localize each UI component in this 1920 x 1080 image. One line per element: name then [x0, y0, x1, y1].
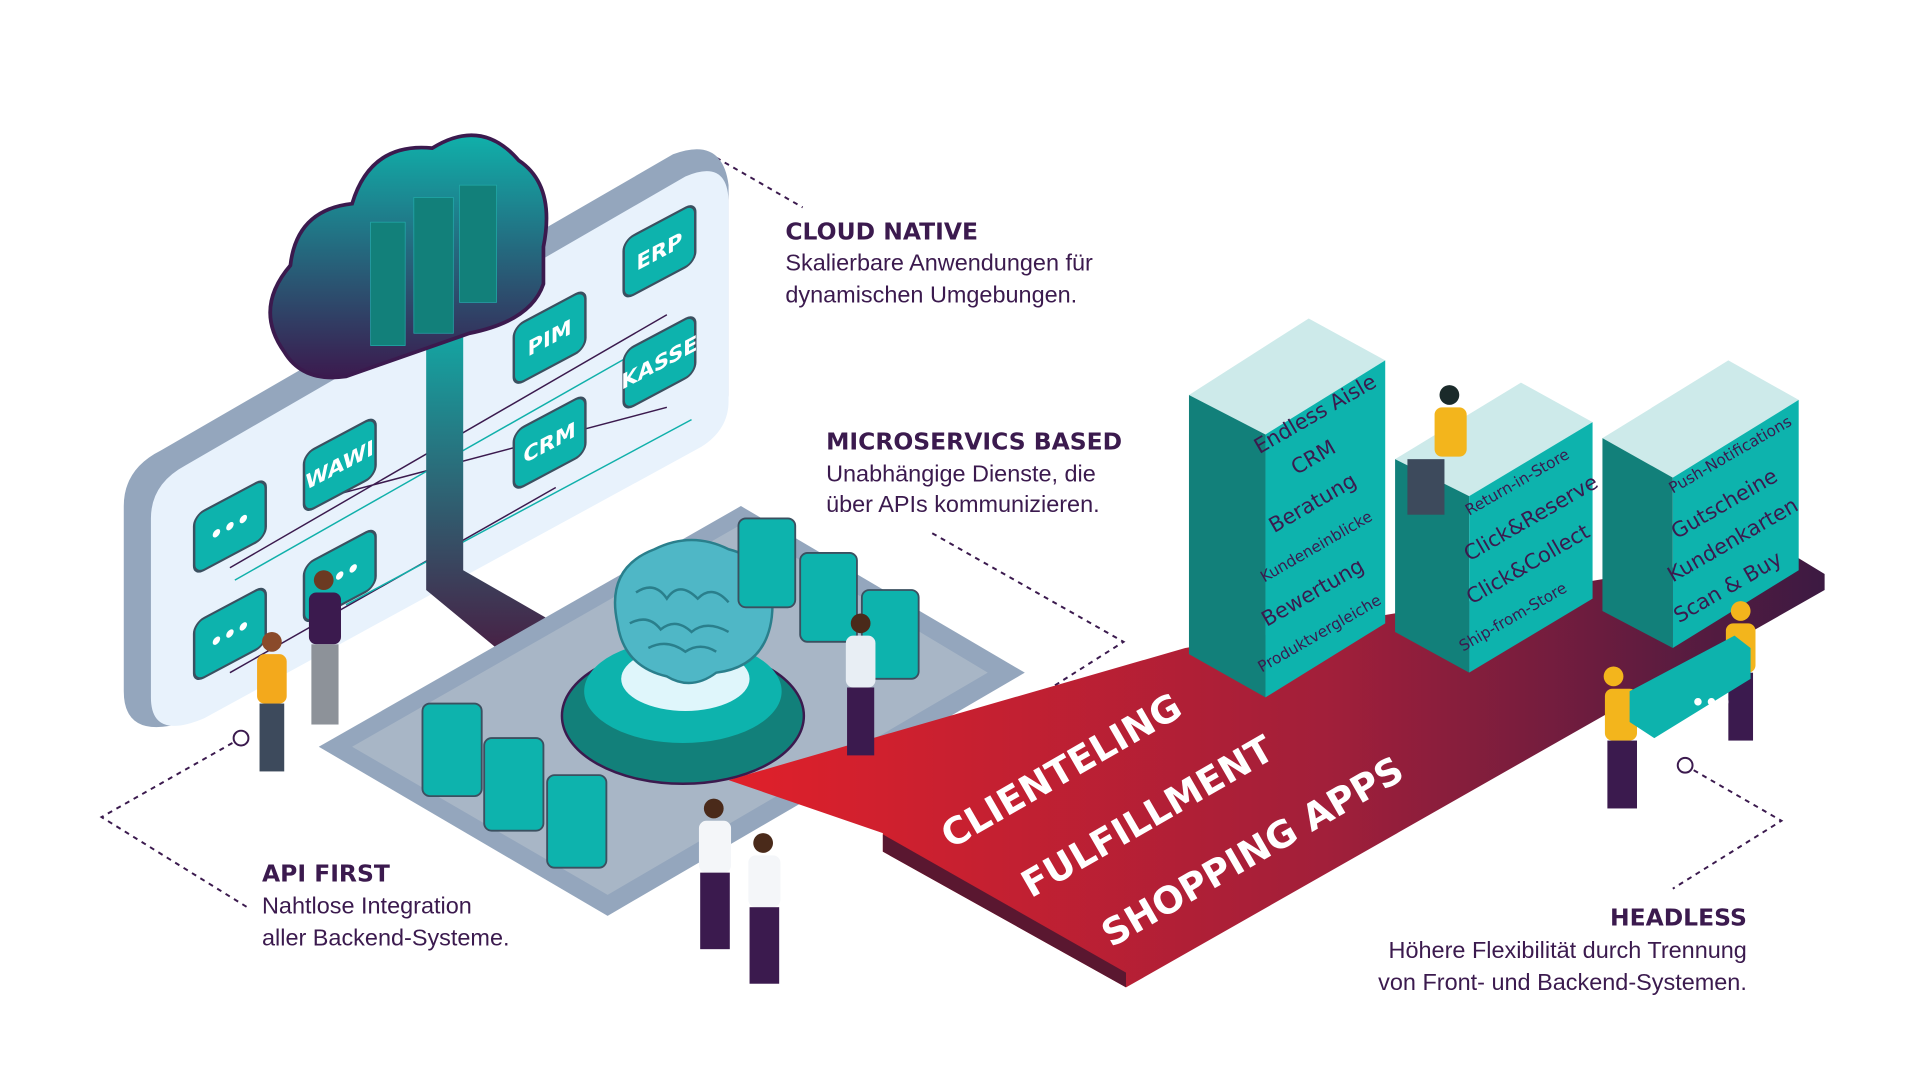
svg-text:Skalierbare Anwendungen für: Skalierbare Anwendungen für: [785, 249, 1093, 275]
module-erp: ERP: [622, 205, 697, 298]
svg-text:API FIRST: API FIRST: [262, 859, 390, 887]
tower-shopping-apps: Push-Notifications Gutscheine Kundenkart…: [1602, 360, 1802, 648]
people-illustrations: •••: [257, 385, 1756, 984]
svg-text:•••: •••: [1691, 691, 1731, 715]
svg-text:aller Backend-Systeme.: aller Backend-Systeme.: [262, 924, 510, 950]
svg-text:von Front- und Backend-Systeme: von Front- und Backend-Systemen.: [1378, 969, 1747, 995]
brain-core-icon: [560, 538, 806, 786]
svg-text:dynamischen Umgebungen.: dynamischen Umgebungen.: [785, 281, 1077, 307]
person-businessman: [698, 798, 732, 950]
module-more-1: •••: [192, 480, 267, 573]
section-microservices: MICROSERVICS BASED Unabhängige Dienste, …: [826, 427, 1122, 517]
backend-modules: ERP PIM KASSE CRM WAWI ••• ••• •••: [192, 205, 697, 681]
server-stacks: [421, 517, 920, 869]
section-api-first: API FIRST Nahtlose Integration aller Bac…: [262, 859, 510, 950]
svg-text:Unabhängige Dienste, die: Unabhängige Dienste, die: [826, 460, 1096, 486]
person-laptop: [1407, 385, 1467, 515]
module-more-3: •••: [192, 587, 267, 681]
person-woman: [257, 631, 287, 772]
person-man-pointing: [308, 570, 342, 725]
cloud-data-stem: [426, 308, 556, 667]
section-headless: HEADLESS Höhere Flexibilität durch Trenn…: [1378, 904, 1747, 995]
cloud-icon: [268, 133, 549, 380]
module-pim: PIM: [512, 291, 587, 384]
tower-clienteling: Endless Aisle CRM Beratung Kundeneinblic…: [1188, 318, 1386, 698]
module-crm: CRM: [512, 396, 587, 489]
svg-text:CLOUD NATIVE: CLOUD NATIVE: [785, 217, 978, 245]
svg-text:Höhere Flexibilität durch Tren: Höhere Flexibilität durch Trennung: [1389, 937, 1747, 963]
section-cloud-native: CLOUD NATIVE Skalierbare Anwendungen für…: [785, 217, 1093, 307]
person-telescope: [748, 833, 781, 984]
delivery-workers: •••: [1603, 601, 1756, 809]
svg-text:über APIs kommunizieren.: über APIs kommunizieren.: [826, 491, 1100, 517]
svg-text:HEADLESS: HEADLESS: [1610, 904, 1747, 932]
svg-text:MICROSERVICS BASED: MICROSERVICS BASED: [826, 427, 1122, 455]
svg-text:Nahtlose Integration: Nahtlose Integration: [262, 892, 472, 918]
person-tablet: [845, 613, 876, 756]
